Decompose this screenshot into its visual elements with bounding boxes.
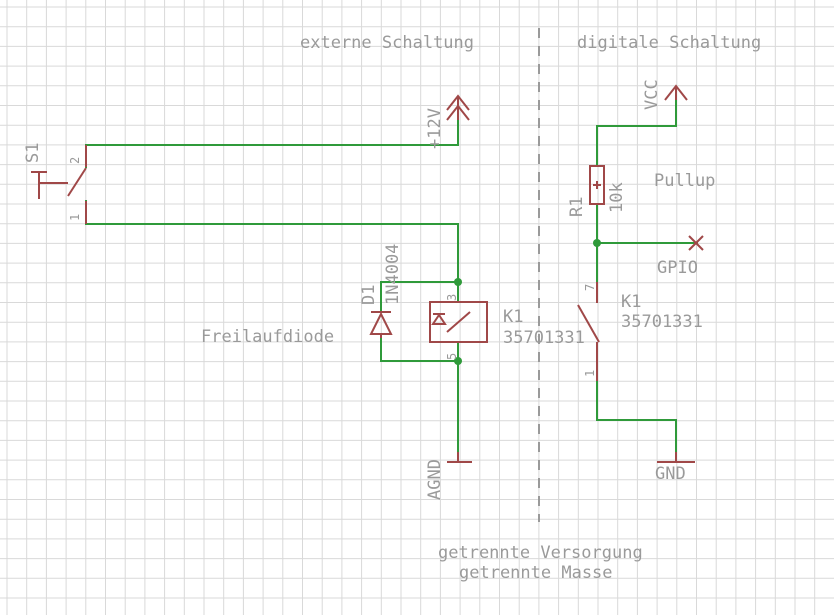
wire-diode-bottom <box>380 333 459 362</box>
diode-d1 <box>369 311 393 338</box>
relay-contact-pin1: 1 <box>583 370 597 377</box>
resistor-r1 <box>589 165 605 205</box>
junction-bottom <box>454 357 462 365</box>
switch-s1-name: S1 <box>23 143 43 163</box>
vcc-label: VCC <box>642 79 662 110</box>
relay-contact-name: K1 <box>621 292 641 312</box>
diode-d1-name: D1 <box>359 285 379 305</box>
pullup-caption: Pullup <box>654 171 715 191</box>
wire-to-gnd <box>596 380 677 459</box>
note-separate-supply: getrennte Versorgung <box>438 543 643 563</box>
supply-12v-symbol <box>446 94 470 121</box>
header-external: externe Schaltung <box>300 33 474 53</box>
wire-vcc <box>596 89 677 167</box>
relay-coil-name: K1 <box>503 307 523 327</box>
diode-d1-value: 1N4004 <box>383 244 403 305</box>
junction-gpio <box>593 239 601 247</box>
gpio-marker <box>688 235 704 251</box>
note-separate-ground: getrennte Masse <box>459 563 613 583</box>
resistor-r1-value: 10k <box>607 182 627 213</box>
agnd-symbol <box>447 452 472 463</box>
relay-coil-pin3: 3 <box>445 294 459 301</box>
relay-contact-value: 35701331 <box>621 312 703 332</box>
vcc-symbol <box>664 84 688 101</box>
resistor-r1-name: R1 <box>567 197 587 217</box>
wire-supply-12v <box>85 99 459 168</box>
header-digital: digitale Schaltung <box>577 33 761 53</box>
switch-s1-pin1: 1 <box>68 214 82 221</box>
agnd-label: AGND <box>425 459 445 500</box>
relay-contact-k1 <box>577 282 600 381</box>
digital-wires <box>596 89 698 459</box>
wire-diode-top <box>380 281 459 313</box>
diode-caption: Freilaufdiode <box>201 327 334 347</box>
relay-coil-pin5: 5 <box>445 353 459 360</box>
relay-coil-k1 <box>429 301 488 343</box>
relay-contact-pin7: 7 <box>583 284 597 291</box>
gpio-label: GPIO <box>657 258 698 278</box>
switch-s1 <box>31 145 87 224</box>
relay-coil-value: 35701331 <box>503 328 585 348</box>
gnd-symbol <box>657 452 695 463</box>
supply-12v-label: +12V <box>425 108 445 149</box>
gnd-label: GND <box>655 464 686 484</box>
junction-top <box>454 278 462 286</box>
switch-s1-pin2: 2 <box>68 157 82 164</box>
